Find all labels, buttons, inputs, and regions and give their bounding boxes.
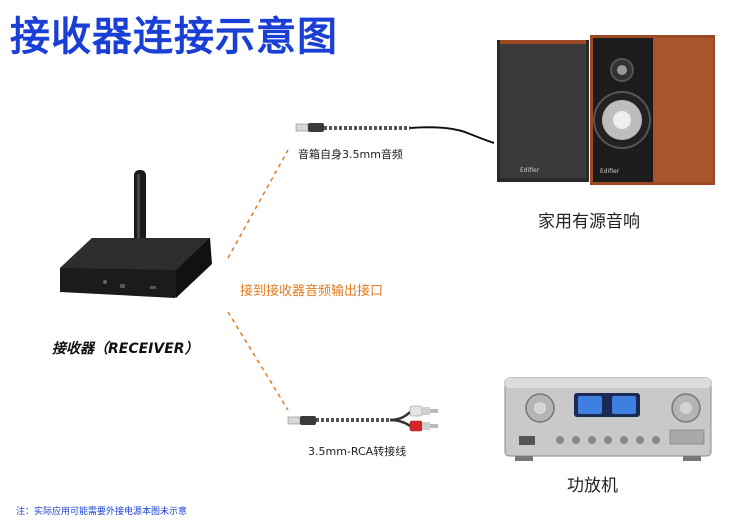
diagram-title: 接收器连接示意图	[10, 14, 338, 60]
rca-cable-label: 3.5mm-RCA转接线	[308, 445, 407, 458]
dashed-line-lower	[227, 311, 289, 411]
footnote: 注：实际应用可能需要外接电源本图未示意	[16, 507, 188, 517]
speaker-audio-cable	[295, 123, 495, 144]
speaker-brand-right: Edifier	[600, 168, 620, 175]
connect-output-label: 接到接收器音频输出接口	[240, 284, 384, 299]
dashed-line-upper	[227, 149, 289, 259]
home-speaker-image: Edifier Edifier	[497, 35, 715, 185]
speaker-brand-left: Edifier	[520, 167, 540, 174]
rca-cable	[287, 405, 438, 432]
speaker-cable-label: 音箱自身3.5mm音频	[298, 148, 403, 161]
home-speaker-label: 家用有源音响	[538, 212, 640, 232]
receiver-label: 接收器（RECEIVER）	[52, 341, 199, 357]
receiver-image	[60, 170, 212, 298]
amplifier-label: 功放机	[567, 476, 618, 496]
amplifier-image	[504, 377, 712, 461]
